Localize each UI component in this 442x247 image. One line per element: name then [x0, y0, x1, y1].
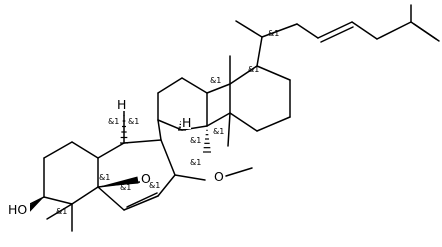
bond	[157, 119, 162, 141]
h-upper-left-label: H	[117, 97, 126, 112]
hydrogen-hash	[120, 114, 128, 144]
bond	[160, 139, 176, 176]
bond	[320, 26, 354, 43]
hydroxyl-label: HO	[8, 202, 27, 217]
bond	[157, 77, 183, 94]
bond	[71, 186, 99, 205]
bond	[43, 141, 73, 159]
bond	[43, 196, 73, 205]
bond	[256, 36, 263, 67]
stereo-label: &1	[108, 117, 119, 126]
stereo-label: &1	[213, 127, 224, 136]
stereo-label: &1	[120, 183, 131, 192]
bond	[235, 20, 263, 38]
methoxy-oxygen-label-bg	[213, 168, 225, 183]
bond	[351, 21, 378, 40]
bond	[256, 65, 291, 81]
stereo-label: &1	[190, 136, 201, 145]
bond	[256, 116, 291, 132]
stereo-label: &1	[99, 173, 110, 182]
bond	[157, 119, 183, 131]
bond	[225, 167, 253, 177]
stereo-label: &1	[210, 76, 221, 85]
stereo-label: &1	[190, 158, 201, 167]
bond	[229, 65, 258, 85]
h-upper-left-label-bg	[116, 96, 126, 111]
hydroxyl-label-bg	[6, 201, 30, 217]
stereo-label: &1	[56, 207, 67, 216]
bond-layer	[23, 4, 440, 232]
stereo-label: &1	[128, 117, 139, 126]
bond	[97, 142, 125, 159]
methyl-hash	[203, 129, 211, 153]
bond	[413, 23, 440, 42]
stereo-label: &1	[149, 181, 160, 190]
bond	[261, 23, 298, 38]
methoxy-oxygen-label: O	[214, 169, 224, 184]
bond	[46, 203, 73, 220]
bond	[376, 21, 412, 40]
bond	[181, 77, 208, 94]
bond	[229, 112, 258, 132]
bond	[126, 192, 158, 208]
bond	[206, 112, 231, 127]
stereo-label: &1	[268, 29, 279, 38]
bond	[123, 195, 159, 211]
bond	[71, 141, 99, 159]
bond	[296, 23, 319, 39]
bond	[174, 174, 206, 181]
bond	[227, 112, 231, 147]
oxygen-wedge	[98, 176, 139, 187]
h-upper-mid-label-bg	[181, 114, 191, 129]
bond	[97, 186, 125, 211]
bridge-oxygen-label-bg	[140, 171, 152, 186]
h-upper-mid-label: H	[182, 115, 191, 130]
label-layer: HO O O H H &1 &1 &1 &1 &1 &1 &1 &1 &1 &1…	[6, 29, 279, 217]
bond	[123, 139, 162, 144]
bond	[181, 125, 208, 131]
bond	[317, 21, 353, 39]
bond	[206, 83, 231, 94]
stereo-label: &1	[248, 65, 259, 74]
stereo-labels: &1 &1 &1 &1 &1 &1 &1 &1 &1 &1 &1 &1	[56, 29, 279, 216]
bond	[157, 174, 176, 197]
bridge-oxygen-label: O	[141, 171, 151, 186]
